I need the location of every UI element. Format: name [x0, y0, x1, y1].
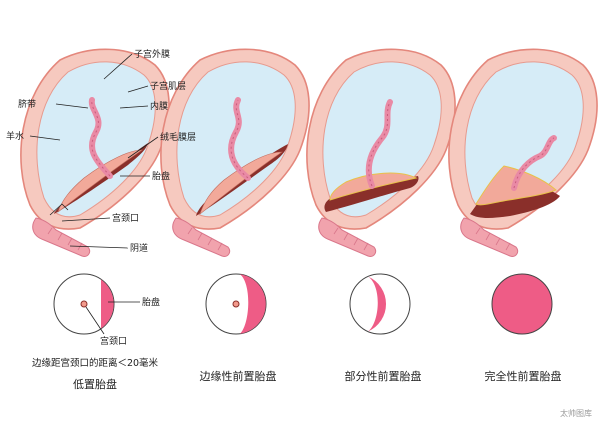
label-uterine-serosa: 子宫外膜 — [134, 48, 170, 60]
label-umbilical-cord: 脐带 — [18, 98, 36, 110]
caption-marginal: 边缘性前置胎盘 — [200, 369, 277, 383]
anatomy-labels: 子宫外膜 子宫肌层 内膜 脐带 羊水 绒毛膜层 胎盘 宫颈口 阴道 — [6, 48, 196, 254]
label-amniotic-fluid: 羊水 — [6, 130, 24, 142]
cervix-view-low-lying — [53, 273, 140, 335]
caption-partial: 部分性前置胎盘 — [345, 369, 422, 383]
cervix-view-partial — [349, 273, 411, 335]
watermark: 太帅图库 — [560, 408, 592, 418]
label-endometrium: 内膜 — [150, 100, 168, 112]
uterus-panel-complete — [448, 48, 598, 258]
uterus-panel-low-lying — [20, 48, 170, 258]
caption-complete: 完全性前置胎盘 — [485, 369, 562, 383]
caption-low-lying: 低置胎盘 — [73, 377, 117, 391]
label-chorion: 绒毛膜层 — [160, 131, 196, 143]
caption-distance-note: 边缘距宫颈口的距离＜20毫米 — [32, 357, 159, 369]
cervix-view-marginal — [205, 273, 267, 335]
label-placenta: 胎盘 — [152, 170, 170, 182]
label-vagina: 阴道 — [130, 242, 148, 254]
label-myometrium: 子宫肌层 — [150, 80, 186, 92]
uterus-panel-marginal — [160, 48, 310, 258]
cervix-view-complete — [491, 273, 553, 335]
label-cervical-os-circle: 宫颈口 — [100, 335, 127, 347]
uterus-panel-partial — [306, 48, 456, 258]
label-cervical-os: 宫颈口 — [112, 212, 139, 224]
label-placenta-circle: 胎盘 — [142, 296, 160, 308]
